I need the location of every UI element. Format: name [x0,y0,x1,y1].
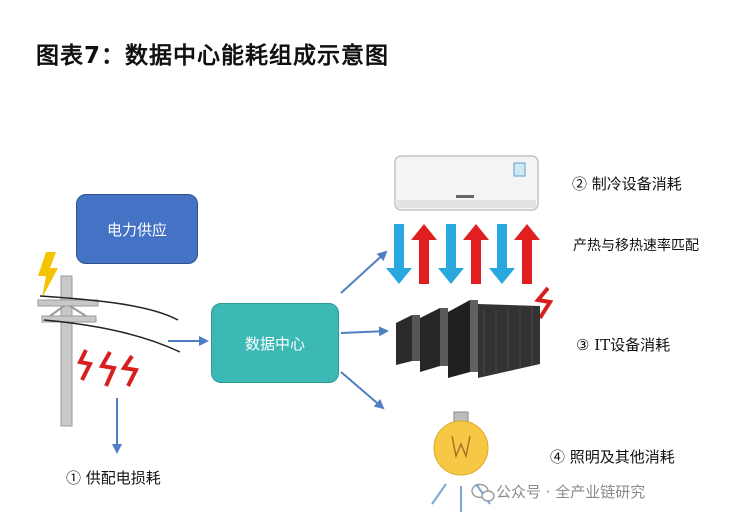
arrow-to-cooling [340,250,388,294]
watermark: 公众号 · 全产业链研究 [470,481,645,502]
heat-arrow-1 [411,224,437,284]
flow-arrows [112,250,389,454]
heat-arrow-3 [514,224,540,284]
data-center-box: 数据中心 [211,303,339,383]
air-conditioner-icon [394,155,539,211]
light-bulb-icon [431,411,491,512]
utility-pole-icon [37,275,181,427]
heat-balance-label: 产热与移热速率匹配 [573,238,699,254]
heat-exchange-arrows [386,224,540,284]
cooling-label: ② 制冷设备消耗 [572,175,682,193]
power-supply-box: 电力供应 [76,194,198,264]
arrow-to-it [340,326,389,337]
watermark-text: 公众号 · 全产业链研究 [496,483,646,501]
lighting-label: ④ 照明及其他消耗 [550,448,675,466]
heat-zigzag-icon [534,286,554,320]
lightning-bolt-icon [38,252,58,298]
cool-arrow-2 [438,224,464,284]
power-loss-label: ① 供配电损耗 [66,469,161,487]
cool-arrow-3 [489,224,515,284]
arrow-to-lighting [340,371,385,410]
cool-arrow-1 [386,224,412,284]
power-loss-zigzag-icon [77,349,139,387]
figure-title: 图表7：数据中心能耗组成示意图 [36,43,390,69]
wechat-icon [471,483,495,502]
heat-arrow-2 [463,224,489,284]
it-equipment-label: ③ IT设备消耗 [576,336,671,354]
server-racks-icon [396,300,540,378]
